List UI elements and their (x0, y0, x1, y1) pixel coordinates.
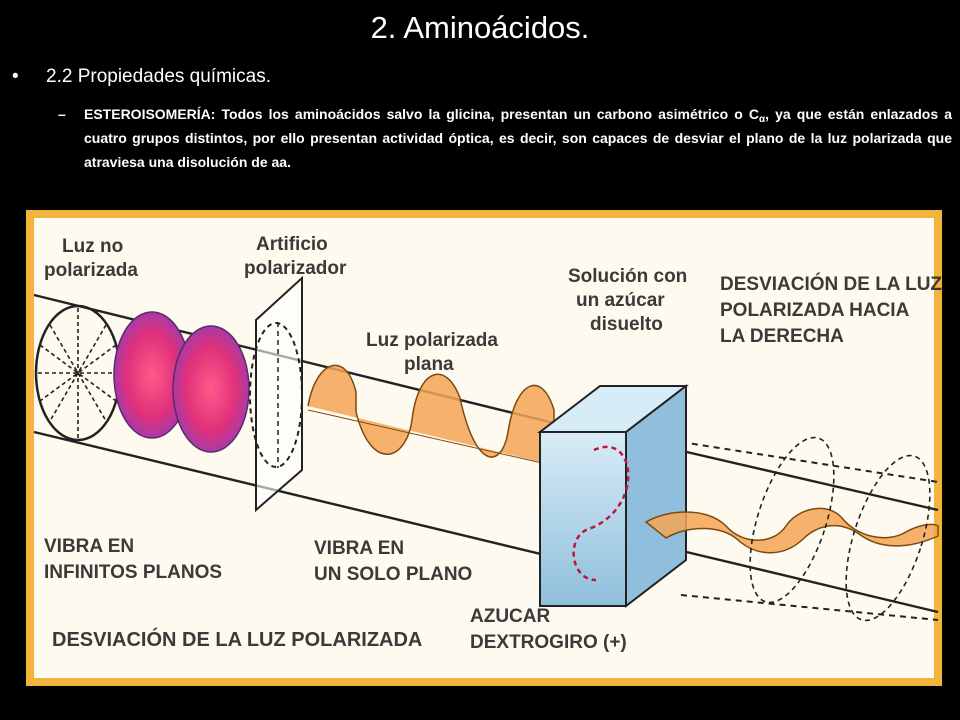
label-vibra-solo-2: UN SOLO PLANO (314, 564, 472, 585)
paragraph-part1: ESTEROISOMERÍA: Todos los aminoácidos sa… (84, 106, 759, 122)
beam-bottom-line-right (677, 548, 939, 614)
label-artificio-1: Artificio (256, 234, 328, 255)
label-plana-1: Luz polarizada (366, 330, 498, 351)
label-artificio-2: polarizador (244, 258, 347, 279)
paragraph-part2: , ya que están enlazados a cuatro grupos… (84, 106, 952, 170)
deviation-ellipse-1 (749, 436, 835, 604)
label-plana-2: plana (404, 354, 454, 375)
polarization-diagram: Luz no polarizada Artificio polarizador … (26, 210, 942, 686)
label-desviacion-2: POLARIZADA HACIA (720, 300, 910, 321)
figure-border (26, 210, 942, 686)
beam-bottom-line (33, 430, 575, 564)
polarized-wave (307, 364, 583, 495)
label-solucion-3: disuelto (590, 314, 663, 335)
wave-axis (307, 409, 583, 473)
rotation-path (572, 445, 630, 582)
polarizer-plate (249, 275, 303, 513)
sugar-solution-box (537, 383, 689, 609)
figure-background (26, 210, 942, 686)
deviated-wave (644, 507, 939, 554)
label-vibra-solo-1: VIBRA EN (314, 538, 404, 559)
label-luz-no-2: polarizada (44, 260, 138, 281)
alpha-subscript: α (758, 114, 766, 125)
polarization-figure: Luz no polarizada Artificio polarizador … (26, 210, 942, 686)
label-vibra-inf-2: INFINITOS PLANOS (44, 562, 222, 583)
light-disc-2 (172, 325, 250, 453)
slide-title: 2. Aminoácidos. (370, 10, 590, 45)
beam-top-line-right (677, 448, 939, 512)
label-solucion-1: Solución con (568, 266, 687, 287)
paragraph: ESTEROISOMERÍA: Todos los aminoácidos sa… (84, 102, 952, 174)
section-heading: 2.2 Propiedades químicas. (46, 66, 271, 87)
label-solucion-2: un azúcar (576, 290, 665, 311)
label-azucar-2: DEXTROGIRO (+) (470, 632, 627, 653)
figure-caption: DESVIACIÓN DE LA LUZ POLARIZADA (52, 627, 422, 651)
label-azucar-1: AZUCAR (470, 606, 550, 627)
label-desviacion-3: LA DERECHA (720, 326, 844, 347)
label-desviacion-1: DESVIACIÓN DE LA LUZ (720, 273, 942, 295)
label-vibra-inf-1: VIBRA EN (44, 536, 134, 557)
label-luz-no-1: Luz no (62, 236, 123, 257)
dash-mark: – (58, 106, 66, 122)
beam-top-line (33, 293, 575, 430)
deviation-ellipse-2 (845, 454, 931, 622)
bullet-mark: • (12, 66, 19, 87)
